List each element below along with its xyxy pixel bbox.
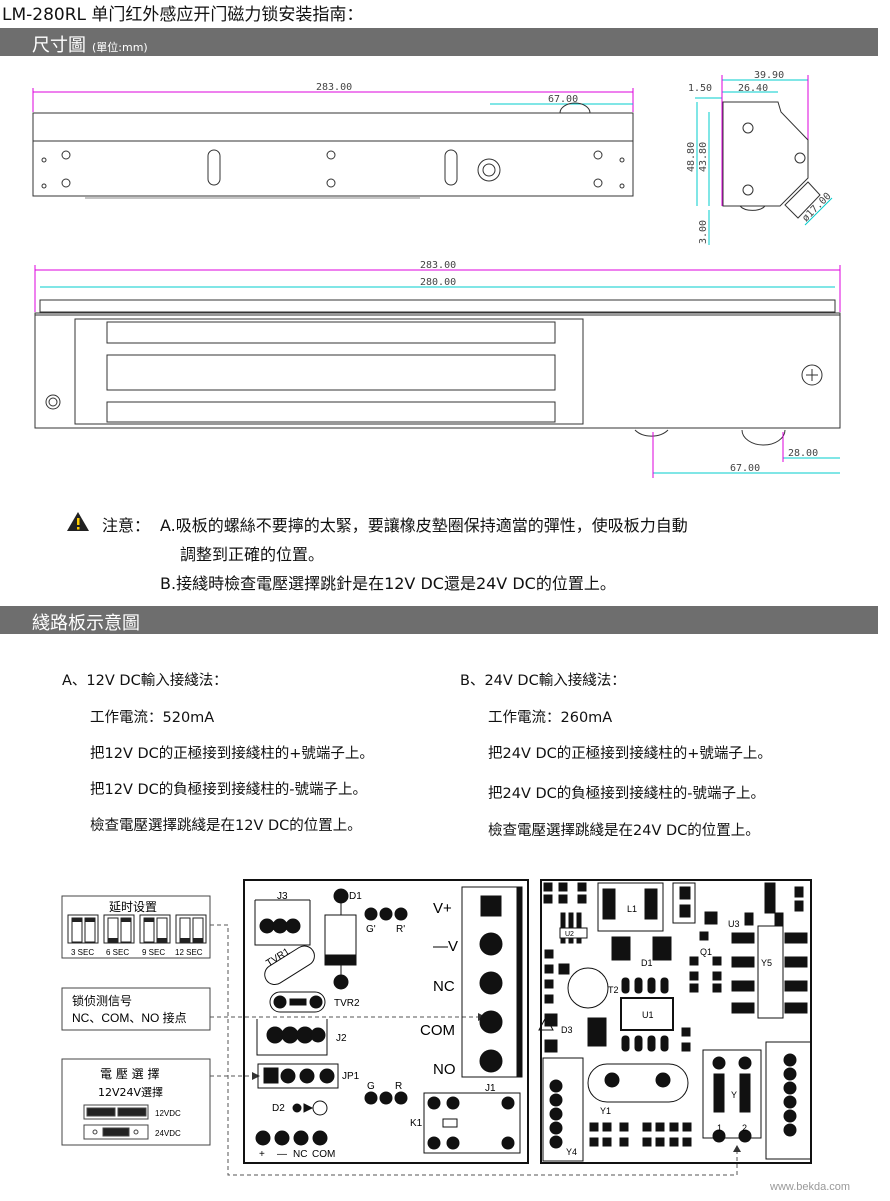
label-y5: Y5 [761,958,772,968]
dim-side-depth: 39.90 [754,70,784,81]
voltage-24vdc: 24VDC [155,1129,181,1138]
unit-label: (單位:mm) [92,41,148,54]
dim-side-diameter: ø17.00 [800,191,833,224]
wiring-a-current: 工作電流：520mA [90,710,215,726]
label-nc: NC [293,1149,307,1160]
voltage-12vdc: 12VDC [155,1109,181,1118]
signal-box [61,987,211,1031]
label-g-prime: G' [366,924,376,935]
dim-width: 283.00 [316,82,352,93]
terminal-labels: V+ —V NC COM NO [420,900,458,1078]
pcb-left [243,879,529,1164]
label-r: R [395,1081,402,1092]
label-j3: J3 [277,891,288,902]
label-plus: + [259,1149,265,1160]
label-u1: U1 [642,1010,654,1020]
dim-inner-width: 280.00 [420,277,456,288]
signal-line2: NC、COM、NO 接点 [72,1010,187,1025]
wiring-b-neg: 把24V DC的負極接到接綫柱的-號端子上。 [488,786,765,802]
label-j1: J1 [485,1083,496,1094]
wiring-a-pos: 把12V DC的正極接到接綫柱的+號端子上。 [90,746,374,762]
label-r-prime: R' [396,924,405,935]
label-d1: D1 [349,891,362,902]
section-header-dimensions: 尺寸圖 (單位:mm) [0,28,878,56]
dim-offset: 67.00 [548,94,578,105]
voltage-sub: 12V24V選擇 [98,1085,163,1099]
front-view-bottom [34,265,841,478]
delay-9sec: 9 SEC [142,948,165,957]
label-u2: U2 [565,931,574,938]
label-t2: T2 [608,985,619,995]
label-y: Y [731,1090,737,1100]
label-l1: L1 [627,904,637,914]
dim-side-height: 48.80 [686,142,697,172]
terminal-nc: NC [433,978,455,995]
delay-setting-box [61,895,211,959]
delay-12sec: 12 SEC [175,948,203,957]
label-d3: D3 [561,1025,573,1035]
label-y4: Y4 [566,1147,577,1157]
wiring-a-neg: 把12V DC的負極接到接綫柱的-號端子上。 [90,782,367,798]
dim-total-width: 283.00 [420,260,456,271]
terminal-vminus: —V [433,938,458,955]
voltage-select-box [61,1058,211,1146]
label-d2: D2 [272,1103,285,1114]
label-d1-right: D1 [641,958,653,968]
signal-line1: 锁侦测信号 [72,993,132,1008]
notes-label: 注意： [102,516,151,535]
label-tvr1: TVR1 [264,946,292,969]
label-q1: Q1 [700,947,712,957]
front-view-top [32,88,634,199]
delay-title: 延时设置 [109,900,157,914]
wiring-b-title: B、24V DC輸入接綫法： [460,673,626,689]
dim-side-inner-height: 43.80 [698,142,709,172]
label-g: G [367,1081,375,1092]
label-jp1: JP1 [342,1071,360,1082]
label-u3: U3 [728,919,740,929]
dim-side-inner: 26.40 [738,83,768,94]
label-pin1: 1 [717,1123,722,1133]
delay-6sec: 6 SEC [106,948,129,957]
note-b: B.接綫時檢查電壓選擇跳針是在12V DC還是24V DC的位置上。 [160,574,616,593]
label-pin2: 2 [742,1123,747,1133]
side-view [695,75,833,245]
delay-3sec: 3 SEC [71,948,94,957]
label-com: COM [312,1149,335,1160]
pcb-right-labels: L1 U2 U3 Q1 Y5 D1 T2 U1 D3 Y1 Y4 Y 1 2 [561,904,772,1157]
wiring-a-check: 檢查電壓選擇跳綫是在12V DC的位置上。 [90,818,362,834]
label-k1: K1 [410,1118,423,1129]
terminal-no: NO [433,1061,456,1078]
wiring-a-title: A、12V DC輸入接綫法： [62,673,228,689]
dim-offset-67: 67.00 [730,463,760,474]
terminal-vplus: V+ [433,900,452,917]
dim-offset-28: 28.00 [788,448,818,459]
warning-icon [67,512,89,531]
voltage-title: 電 壓 選 擇 [100,1066,159,1081]
dim-side-lip: 1.50 [688,83,712,94]
document-title: LM-280RL 单门红外感应开门磁力锁安装指南： [2,5,364,25]
dim-side-gap: 3.00 [698,220,709,244]
label-minus: — [277,1149,287,1160]
label-tvr2: TVR2 [334,998,360,1009]
wiring-b-check: 檢查電壓選擇跳綫是在24V DC的位置上。 [488,823,760,839]
section-header-circuit: 綫路板示意圖 [0,606,878,634]
section-title: 尺寸圖 [32,35,86,56]
label-y1: Y1 [600,1106,611,1116]
label-j2: J2 [336,1033,347,1044]
note-a-line2: 調整到正確的位置。 [180,545,325,564]
section-title: 綫路板示意圖 [32,613,140,634]
terminal-com: COM [420,1022,455,1039]
pcb-right [538,879,812,1164]
wiring-b-current: 工作電流：260mA [488,710,613,726]
watermark: www.bekda.com [769,1181,850,1193]
note-a-line1: A.吸板的螺絲不要擰的太緊，要讓橡皮墊圈保持適當的彈性，使吸板力自動 [160,516,688,535]
wiring-b-pos: 把24V DC的正極接到接綫柱的+號端子上。 [488,746,772,762]
